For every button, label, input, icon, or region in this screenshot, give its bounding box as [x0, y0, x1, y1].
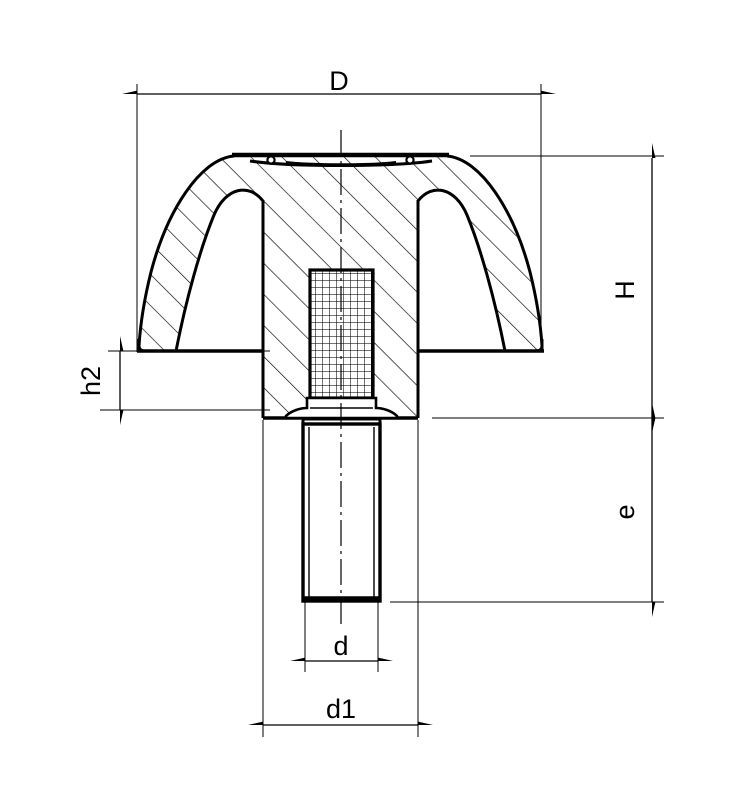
dim-label-d: d [333, 631, 348, 661]
top-detail-circle-left [266, 155, 276, 165]
top-dish-inner-curve [285, 161, 397, 166]
left-wing-inner-arch [174, 188, 265, 352]
dim-label-H: H [610, 280, 640, 300]
dimension-lines [116, 90, 656, 729]
left-wing-void [176, 189, 263, 351]
dim-label-h2: h2 [76, 366, 106, 396]
left-wing-outer-edge [137, 154, 235, 351]
right-wing-void [418, 189, 505, 351]
right-wing-corner-radius [534, 339, 544, 353]
top-dish-curve [249, 159, 433, 167]
right-wing-inner-arch [416, 188, 507, 352]
dimension-labels: D H e h2 d d1 [76, 66, 640, 724]
left-wing-corner-radius [137, 339, 147, 353]
dim-label-D: D [329, 66, 349, 96]
right-wing-outer-edge [446, 154, 544, 351]
extension-lines [100, 84, 664, 737]
top-detail-circle-right [405, 155, 415, 165]
dim-label-e: e [610, 504, 640, 519]
dim-label-d1: d1 [326, 694, 356, 724]
knob-right-wing [416, 154, 544, 353]
knob-left-wing [137, 154, 265, 353]
